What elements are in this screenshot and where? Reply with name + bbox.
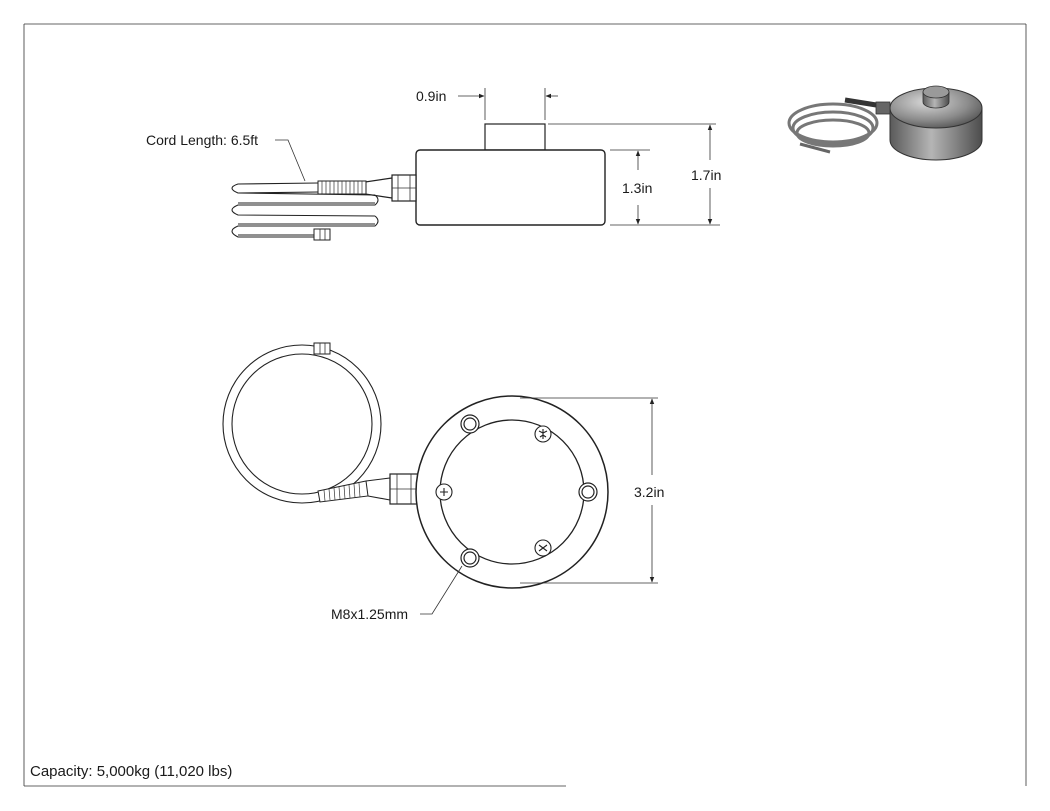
isometric-preview: [787, 85, 983, 161]
cord-length-label: Cord Length: 6.5ft: [146, 132, 258, 148]
thread-label: M8x1.25mm: [331, 606, 408, 622]
cable-end-side: [313, 228, 331, 241]
dimension-diameter: 3.2in: [520, 397, 664, 584]
dimension-top-width-label: 0.9in: [416, 88, 446, 104]
dimension-diameter-label: 3.2in: [634, 484, 664, 500]
capacity-label: Capacity: 5,000kg (11,020 lbs): [30, 763, 232, 780]
top-view: [222, 342, 609, 589]
cord-length-callout: Cord Length: 6.5ft: [146, 132, 306, 182]
dimension-top-width: 0.9in: [416, 88, 558, 120]
sheet-border: [23, 23, 1027, 787]
side-view: [231, 123, 606, 241]
dimension-total-height: 1.7in: [548, 123, 721, 225]
load-button-side: [484, 123, 546, 151]
screw-icon: [435, 425, 552, 557]
cable-end-top: [313, 342, 331, 355]
body-side: [415, 149, 606, 226]
body-inner: [439, 419, 585, 565]
coiled-cable-side: [231, 182, 379, 238]
mounting-hole: [460, 414, 598, 568]
dimension-total-height-label: 1.7in: [691, 167, 721, 183]
thread-callout: M8x1.25mm: [331, 565, 463, 622]
dimension-body-height: 1.3in: [610, 149, 720, 226]
dimension-body-height-label: 1.3in: [622, 180, 652, 196]
coiled-cable-top: [222, 344, 382, 504]
